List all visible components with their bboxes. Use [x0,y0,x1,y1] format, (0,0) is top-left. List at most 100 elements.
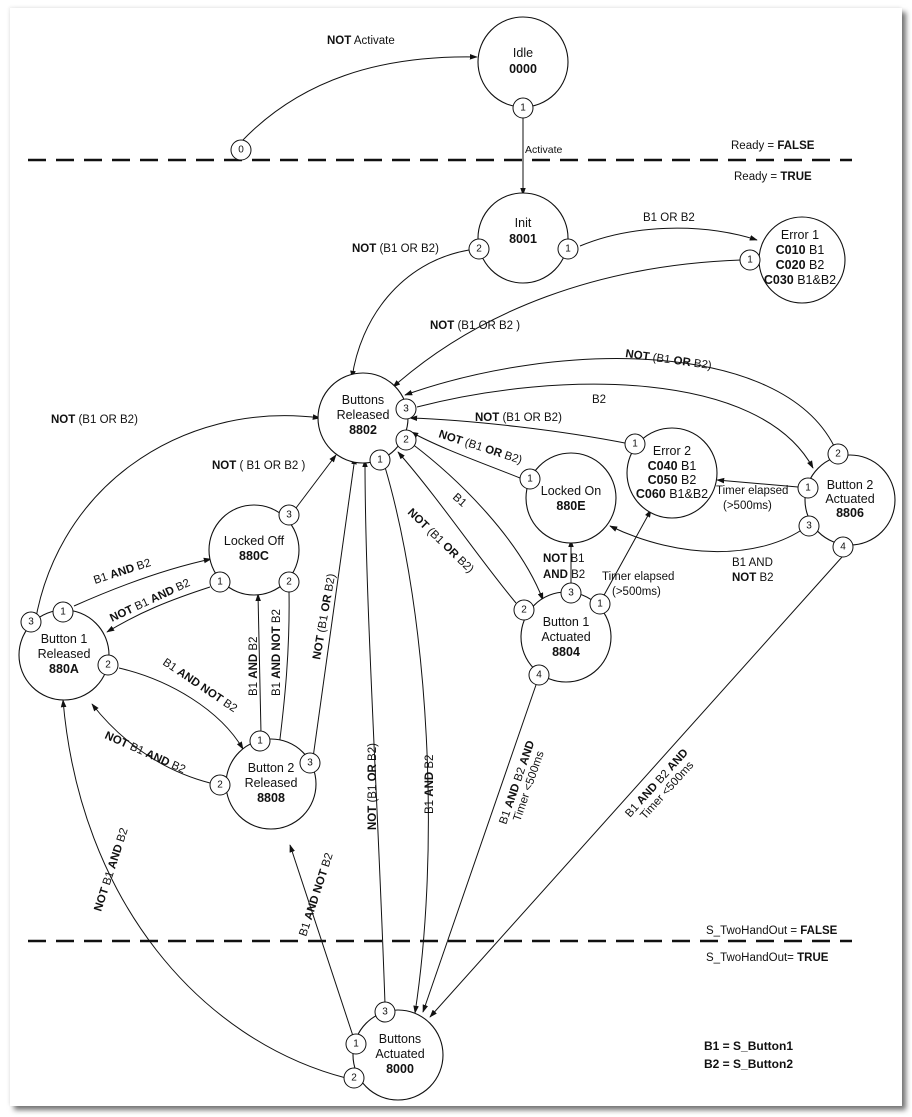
state-locked-off: Locked Off 880C [208,504,300,596]
svg-text:3: 3 [286,510,292,521]
svg-text:4: 4 [840,542,846,553]
svg-text:1: 1 [632,439,638,450]
svg-text:Actuated: Actuated [825,492,874,506]
svg-text:8808: 8808 [257,791,285,805]
edge-b2rel-to-lockedoff [255,593,262,734]
label-b1rel-to-lockedoff: B1 AND B2 [92,557,152,587]
svg-text:Released: Released [38,647,91,661]
port: 1 [512,97,534,119]
transitions [32,54,843,1079]
svg-text:2: 2 [217,780,223,791]
edge-lockedoff-to-b1rel [106,586,211,633]
edge-error1-to-released [392,259,742,388]
edge-actuated-to-released [362,459,386,1005]
port: 1 [209,571,231,593]
svg-text:NOT B2: NOT B2 [732,572,774,584]
label-b1act-to-released: NOT (B1 OR B2) [405,507,476,576]
port: 2 [278,571,300,593]
svg-text:880A: 880A [49,662,79,676]
svg-text:2: 2 [476,244,482,255]
svg-text:2: 2 [105,660,111,671]
edge-actuated-to-b2rel [289,844,354,1037]
zone-output-true: S_TwoHandOut= TRUE [706,952,829,964]
state-name: Error 1 [781,228,819,242]
state-code: 0000 [509,62,537,76]
label-init-to-released: NOT (B1 OR B2) [352,243,439,255]
port: 3 [278,504,300,526]
svg-text:1: 1 [257,736,263,747]
svg-text:Locked Off: Locked Off [224,534,285,548]
svg-text:1: 1 [377,455,383,466]
svg-text:C010 B1: C010 B1 [776,243,825,257]
svg-text:1: 1 [353,1039,359,1050]
svg-text:3: 3 [307,758,313,769]
svg-text:C040 B1: C040 B1 [648,459,697,473]
legend-b1: B1 = S_Button1 [704,1039,793,1053]
edge-lockedon-to-released [410,431,521,479]
svg-text:3: 3 [568,588,574,599]
svg-text:880E: 880E [556,499,585,513]
label-released-to-actuated: B1 AND B2 [424,755,436,814]
svg-text:Buttons: Buttons [342,393,384,407]
edge-actuated-to-b1rel [60,699,347,1079]
edge-b1act-to-error2 [602,509,652,598]
port: 2 [513,599,535,621]
zone-output-false: S_TwoHandOut = FALSE [706,925,838,937]
svg-text:AND B2: AND B2 [543,569,585,581]
svg-text:Button 2: Button 2 [248,761,295,775]
diagram-sheet [10,8,902,1106]
svg-text:8802: 8802 [349,423,377,437]
edge-lockedoff-to-released [295,454,337,509]
port: 3 [20,611,42,633]
svg-text:Button 1: Button 1 [543,615,590,629]
svg-text:Error 2: Error 2 [653,444,691,458]
svg-text:C020 B2: C020 B2 [776,258,825,272]
state-name: Init [515,216,532,230]
svg-text:3: 3 [382,1007,388,1018]
svg-text:Button 1: Button 1 [41,632,88,646]
port: 3 [374,1001,396,1023]
svg-text:1: 1 [520,103,526,114]
legend: B1 = S_Button1 B2 = S_Button2 [704,1039,793,1071]
label-b1rel-to-b2rel: B1 AND NOT B2 [160,657,239,716]
label-b2rel-to-lockedoff: B1 AND B2 [248,637,260,696]
label-error2-to-released: NOT (B1 OR B2) [475,412,562,424]
label-lockedoff-to-b2rel: B1 AND NOT B2 [271,609,283,696]
svg-text:3: 3 [28,617,34,628]
svg-text:Released: Released [245,776,298,790]
port: 2 [97,654,119,676]
svg-text:2: 2 [835,449,841,460]
edge-b1rel-to-lockedoff [73,557,212,607]
svg-text:Buttons: Buttons [379,1032,421,1046]
label-lockedoff-to-released: NOT ( B1 OR B2 ) [212,460,305,472]
port: 3 [395,398,417,420]
label-released-to-b1act: B1 [450,491,468,509]
port: 3 [798,515,820,537]
svg-text:Actuated: Actuated [541,630,590,644]
svg-text:Released: Released [337,408,390,422]
label-b2act-to-released: NOT (B1 OR B2) [625,348,713,372]
svg-text:3: 3 [806,521,812,532]
state-button2-actuated: Button 2 Actuated 8806 [804,454,896,546]
edge-b2act-to-actuated [429,556,843,1018]
port: 1 [739,249,761,271]
svg-text:C060 B1&B2: C060 B1&B2 [636,487,708,501]
port: 1 [52,601,74,623]
svg-text:C050 B2: C050 B2 [648,473,697,487]
svg-text:1: 1 [565,244,571,255]
label-b2act-to-lockedon: B1 AND [732,557,773,569]
svg-text:1: 1 [217,577,223,588]
edge-init-to-released [350,249,470,379]
label-b1rel-to-released: NOT (B1 OR B2) [51,414,138,426]
edge-b2act-to-error2 [716,477,799,488]
state-button1-actuated: Button 1 Actuated 8804 [520,591,612,683]
label-b2act-to-error2: Timer elapsed [716,485,788,497]
state-button2-released: Button 2 Released 8808 [225,738,317,830]
port: 1 [797,477,819,499]
port: 2 [343,1067,365,1089]
edge-b1act-to-released [397,451,517,604]
port: 2 [209,774,231,796]
edge-b2rel-to-b1rel [91,703,211,784]
svg-text:2: 2 [521,605,527,616]
